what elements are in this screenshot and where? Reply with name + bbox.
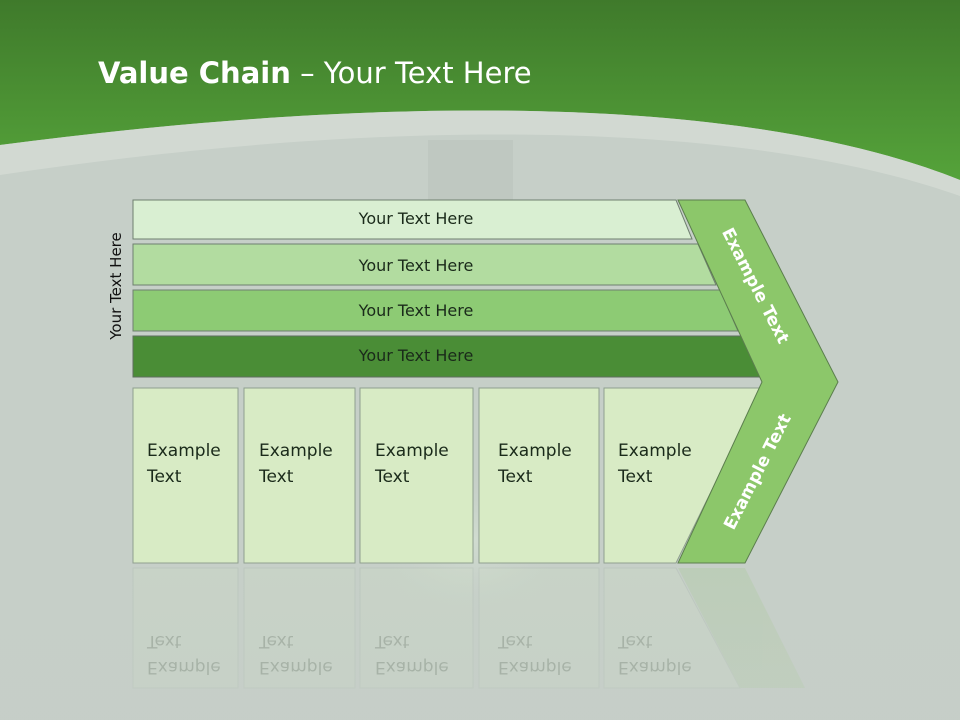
support-layer-3-text: Your Text Here <box>358 301 474 320</box>
title-rest: – Your Text Here <box>290 56 532 90</box>
support-layer-2-text: Your Text Here <box>358 256 474 275</box>
support-layer-1-text: Your Text Here <box>358 209 474 228</box>
slide-title: Value Chain – Your Text Here <box>98 56 532 90</box>
title-bold: Value Chain <box>98 56 291 90</box>
activity-box-4 <box>478 387 600 564</box>
support-layer-4-text: Your Text Here <box>358 346 474 365</box>
activity-box-1 <box>132 387 239 564</box>
support-layer-1 <box>132 199 693 240</box>
activity-box-3 <box>359 387 474 564</box>
side-label: Your Text Here <box>107 232 125 340</box>
activity-box-2 <box>243 387 356 564</box>
support-layer-2 <box>132 243 717 286</box>
